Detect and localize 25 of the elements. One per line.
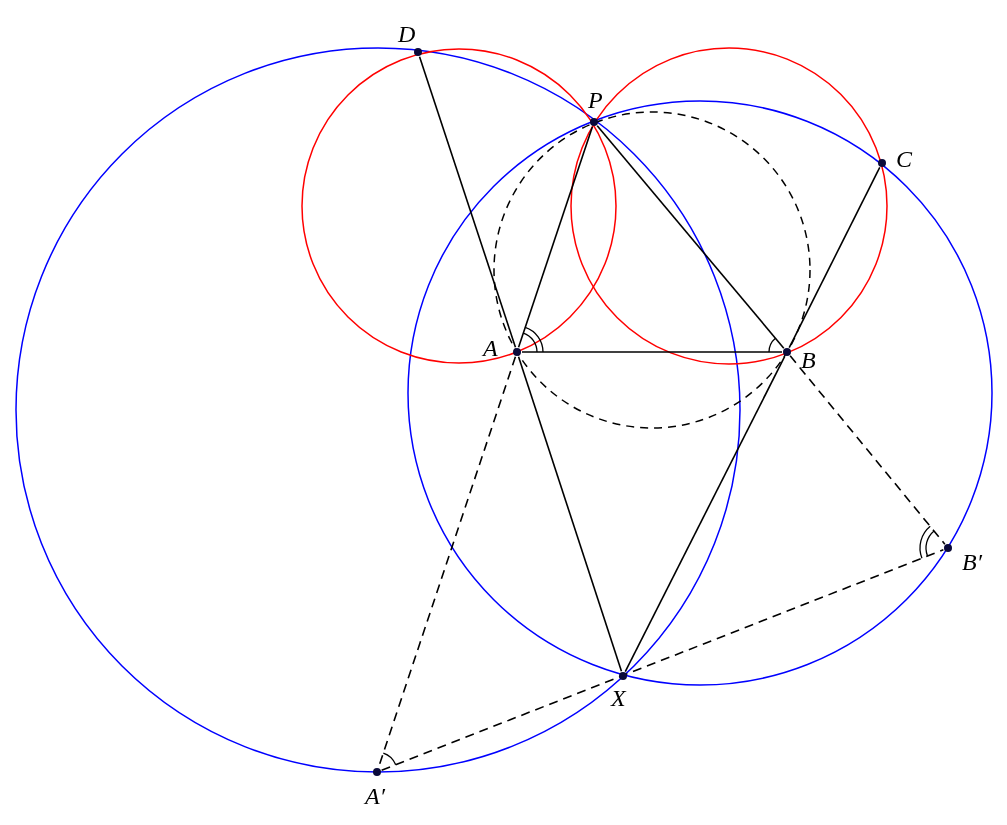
point-label: A xyxy=(483,336,498,360)
point-label: D xyxy=(398,22,416,46)
point-label: A′ xyxy=(365,784,385,808)
point-label: X xyxy=(611,686,626,710)
point-dot xyxy=(513,348,521,356)
line-segment xyxy=(517,355,623,673)
point-dot xyxy=(414,48,422,56)
line-segment xyxy=(418,55,517,349)
point-label: B xyxy=(801,348,816,372)
point-dot xyxy=(619,672,627,680)
point-dot xyxy=(783,348,791,356)
line-segment xyxy=(517,125,594,349)
dashed-line-segment xyxy=(789,355,946,545)
point-dot xyxy=(944,544,952,552)
point-label: C xyxy=(896,147,912,171)
line-segment xyxy=(624,355,786,673)
line-segment xyxy=(521,351,783,353)
line-segment xyxy=(596,125,785,349)
line-segment xyxy=(788,166,881,349)
point-dot xyxy=(373,768,381,776)
point-dot xyxy=(590,118,598,126)
point-dot xyxy=(878,159,886,167)
point-label: B′ xyxy=(962,550,982,574)
dashed-line-segment xyxy=(380,549,945,771)
point-label: P xyxy=(588,88,603,112)
